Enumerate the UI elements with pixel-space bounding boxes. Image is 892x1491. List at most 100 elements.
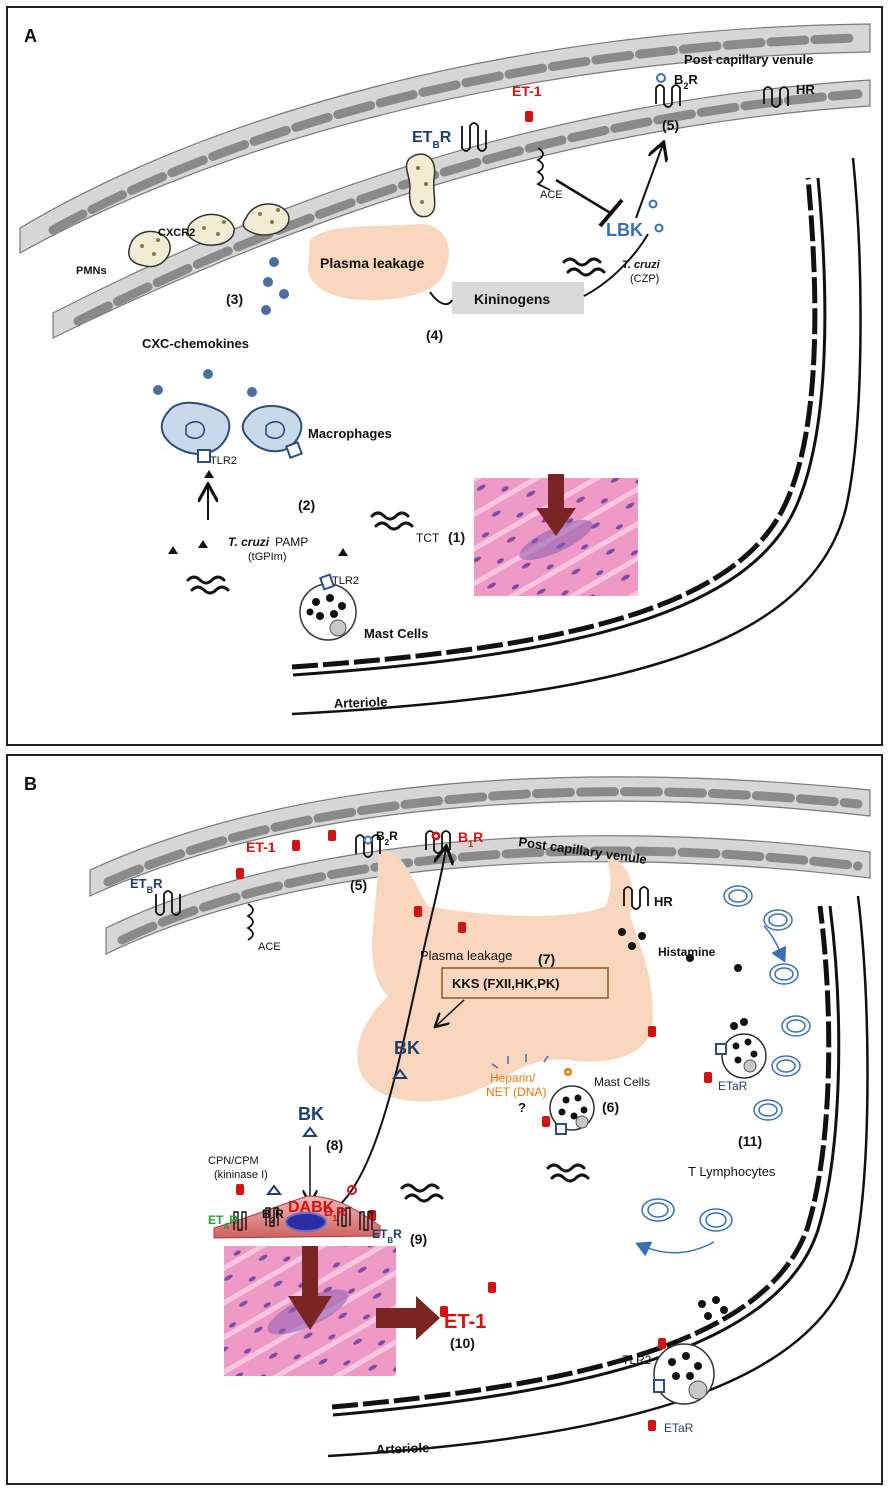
macrophage-nuclei [185, 420, 285, 440]
b2r-receptor-icon [655, 84, 681, 108]
etbr-receptor-icon [155, 890, 181, 916]
tlr2-mac-label: TLR2 [210, 455, 237, 467]
panel-b: B ET-1 B2R B1R Post capillary venule ETB… [6, 754, 883, 1485]
kininase-label: (kininase I) [214, 1169, 268, 1181]
dabk-to-b1r-arrow [333, 848, 446, 1211]
b1r-cell-label: B1R [324, 1205, 346, 1223]
cardiomyocyte [213, 1195, 381, 1239]
b2r-ligand-icon [363, 835, 373, 845]
histology-image [474, 474, 638, 596]
b2r-label: B2R [376, 829, 398, 847]
t-cruzi-parasites [400, 1163, 590, 1203]
tlr2-receptor-icon [285, 441, 303, 459]
t-lymphocytes [641, 885, 811, 1232]
pmn-granules [140, 166, 428, 256]
b2r-label: B2R [674, 72, 698, 91]
macrophage-cells [160, 401, 303, 455]
heparin-ticks [491, 1054, 549, 1069]
step7-label: (7) [538, 951, 555, 967]
dabk-label: DABK [288, 1199, 335, 1216]
b1r-label: B1R [458, 829, 483, 849]
ace-receptor-icon [536, 147, 551, 191]
panel-b-diagram: B ET-1 B2R B1R Post capillary venule ETB… [24, 774, 871, 1458]
tgpim-label: (tGPIm) [248, 551, 287, 563]
bk-plasma-label: BK [394, 1038, 420, 1058]
pamp-triangle-icon [204, 470, 214, 478]
histology-image [224, 1246, 440, 1376]
lymphocyte-migration-arrow [638, 1241, 715, 1253]
ace-receptor-icon [246, 903, 254, 941]
bk-label: BK [298, 1104, 324, 1124]
et1-marker [525, 111, 533, 122]
kininogens-label: Kininogens [474, 291, 550, 307]
kks-to-bk-arrow [436, 999, 465, 1026]
step3-label: (3) [226, 291, 243, 307]
b2r-receptor-icon [355, 834, 381, 858]
pamp-triangles [168, 540, 348, 556]
step5-label: (5) [350, 877, 367, 893]
etbr-label: ETBR [130, 876, 163, 895]
hr-receptor-icon [623, 886, 649, 910]
panel-a-diagram: A Post capillary venule ET-1 B2R HR ETBR… [19, 23, 871, 716]
et1-top-label: ET-1 [246, 839, 276, 855]
tlr2-receptor-icon [197, 449, 211, 463]
tlr2-mast-label: TLR2 [332, 575, 359, 587]
t-cruzi-parasites [186, 257, 606, 595]
etbr-receptor-icon [461, 122, 487, 152]
bk-triangle-icon [392, 1068, 408, 1079]
b1r-ligand-icon [347, 1185, 357, 1195]
step4-label: (4) [426, 327, 443, 343]
lbk-peptide-icon [654, 223, 664, 233]
etbr-label: ETBR [412, 129, 452, 151]
step11-label: (11) [738, 1133, 762, 1149]
net-label: NET (DNA) [486, 1085, 546, 1099]
ace-label: ACE [540, 189, 563, 201]
tlr2-label: TLR2 [622, 1353, 652, 1367]
lbk-link [583, 233, 649, 297]
mast-cells-label: Mast Cells [594, 1075, 650, 1089]
plasma-leakage-label: Plasma leakage [320, 255, 425, 271]
kks-box [441, 967, 609, 999]
macrophages-label: Macrophages [308, 426, 392, 441]
kininogens-link [429, 291, 453, 306]
ace-inhibition [555, 178, 613, 216]
kininogens-box [452, 282, 584, 314]
step2-label: (2) [298, 497, 315, 513]
lbk-label: LBK [606, 220, 643, 240]
bk-triangle-icon [302, 1126, 318, 1137]
etar-bottom-label: ETaR [664, 1421, 694, 1435]
mast-cell-11 [715, 1018, 767, 1079]
etbr-cell-label: ETBR [372, 1227, 402, 1245]
cpn-label: CPN/CPM [208, 1155, 259, 1167]
etar-right-label: ETaR [718, 1079, 748, 1093]
b2r-cell-label: B2R [262, 1207, 284, 1225]
plasma-leakage-label: Plasma leakage [420, 948, 513, 963]
step8-label: (8) [326, 1137, 343, 1153]
etar-label: ETAR [208, 1213, 238, 1231]
kks-label: KKS (FXII,HK,PK) [452, 976, 560, 991]
arteriole-label: Arteriole [376, 1440, 430, 1457]
hr-label: HR [796, 82, 815, 97]
step10-label: (10) [450, 1335, 475, 1351]
panel-a: A Post capillary venule ET-1 B2R HR ETBR… [6, 6, 883, 746]
inhibition-bar [598, 198, 624, 228]
step6-label: (6) [602, 1099, 619, 1115]
tcruzi-czp-label: T. cruzi [622, 259, 661, 271]
lbk-to-b2r-arrow [635, 144, 663, 219]
step1-label: (1) [448, 529, 465, 545]
mast-cell-bottom [653, 1296, 728, 1405]
panel-letter: A [24, 26, 37, 46]
mast-cells-label: Mast Cells [364, 626, 428, 641]
lbk-peptide-icon [656, 73, 666, 83]
lymphocyte-migration-arrow [763, 925, 784, 960]
bk-triangle-icon [266, 1184, 282, 1195]
arteriole-label: Arteriole [334, 694, 388, 711]
et1-big-label: ET-1 [444, 1311, 486, 1333]
tct-label: TCT [416, 531, 440, 545]
lbk-peptide-icon [648, 199, 658, 209]
venule-outer-wall [19, 23, 871, 255]
question-label: ? [518, 1100, 526, 1115]
chemokines-label: CXC-chemokines [142, 336, 249, 351]
chemokine-icons [153, 257, 289, 397]
